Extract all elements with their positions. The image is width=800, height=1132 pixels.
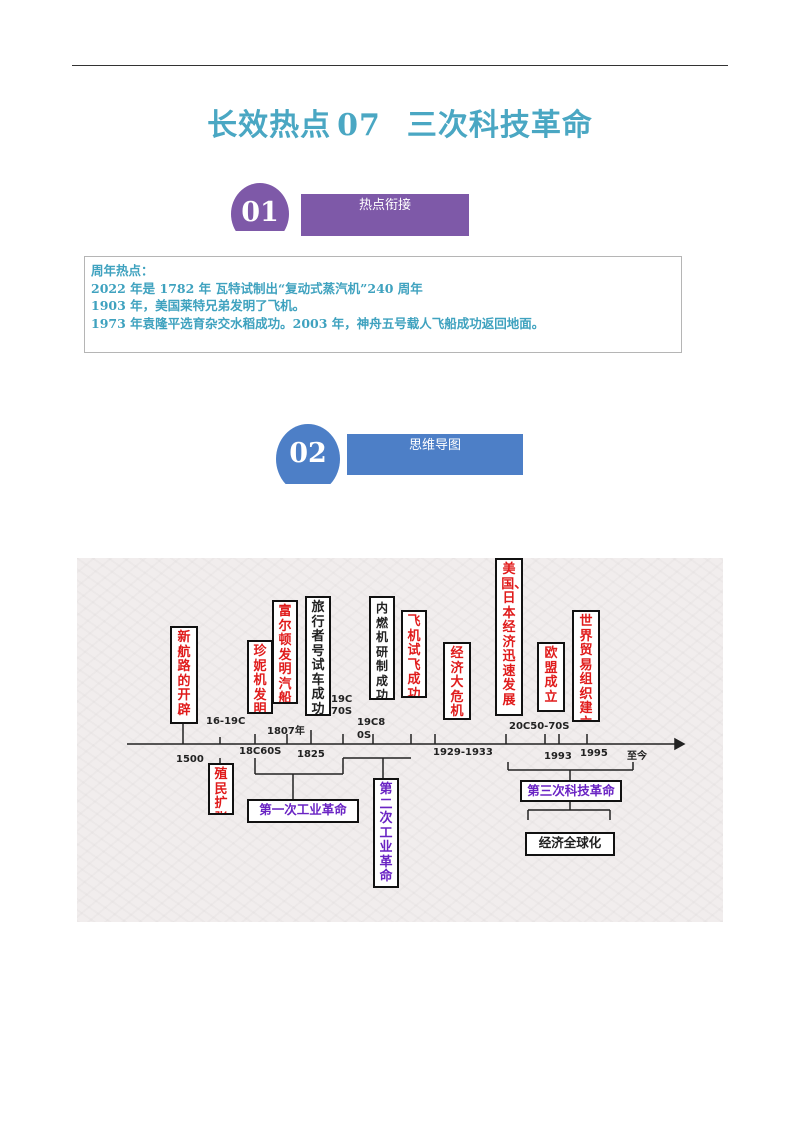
event-box-traveler: 旅行者号试车成功 [305,596,331,716]
hot-topics-box: 周年热点： 2022 年是 1782 年 瓦特试制出“复动式蒸汽机”240 周年… [84,256,682,353]
event-box-combustion: 内燃机研制成功 [369,596,395,700]
event-box-second-revolution: 第二次工业革命 [373,778,399,888]
label-19c70s: 19C70S [331,694,353,717]
event-box-new-route: 新航路的开辟 [170,626,198,724]
label-16-19c: 16-19C [206,716,246,727]
section-badge-01: 01 [231,183,289,231]
label-1807: 1807年 [267,726,305,737]
hot-topic-line: 1973 年袁隆平选育杂交水稻成功。2003 年，神舟五号载人飞船成功返回地面。 [91,315,545,331]
event-box-us-japan: 美国、日本经济迅速发展 [495,558,523,716]
event-box-eu: 欧盟成立 [537,642,565,712]
third-revolution-box: 第三次科技革命 [520,780,622,802]
label-now: 至今 [627,751,647,762]
label-1929-1933: 1929-1933 [433,747,493,758]
top-rule [72,65,728,66]
label-19c80s: 19C80S [357,717,386,741]
title-main: 长效热点 [207,108,332,143]
label-1993: 1993 [544,751,572,762]
hot-topic-line: 2022 年是 1782 年 瓦特试制出“复动式蒸汽机”240 周年 [91,280,423,296]
title-number: 07 [337,108,381,143]
section-badge-02: 02 [276,424,340,484]
event-box-fulton: 富尔顿发明汽船 [272,600,298,704]
label-18c60s: 18C60S [239,746,282,757]
label-1825: 1825 [297,749,325,760]
timeline-arrow-icon [674,737,686,751]
label-20c50-70s: 20C50-70S [509,721,570,732]
mind-map-timeline: 新航路的开辟 珍妮机发明 富尔顿发明汽船 旅行者号试车成功 内燃机研制成功 飞机… [77,558,723,922]
timeline-lines [127,724,686,820]
hot-topics-heading: 周年热点： [91,263,154,278]
event-box-jenny: 珍妮机发明 [247,640,273,714]
section-header-hot-link: 热点衔接 [301,194,469,236]
event-box-colonial: 殖民扩张 [208,763,234,815]
title-topic: 三次科技革命 [406,108,593,143]
event-box-airplane: 飞机试飞成功 [401,610,427,698]
section-header-mind-map: 思维导图 [347,434,523,475]
label-1500: 1500 [176,754,204,765]
globalization-box: 经济全球化 [525,832,615,856]
hot-topic-line: 1903 年，美国莱特兄弟发明了飞机。 [91,298,306,313]
label-1995: 1995 [580,748,608,759]
first-revolution-box: 第一次工业革命 [247,799,359,823]
event-box-wto: 世界贸易组织建立 [572,610,600,722]
event-box-crisis: 经济大危机 [443,642,471,720]
